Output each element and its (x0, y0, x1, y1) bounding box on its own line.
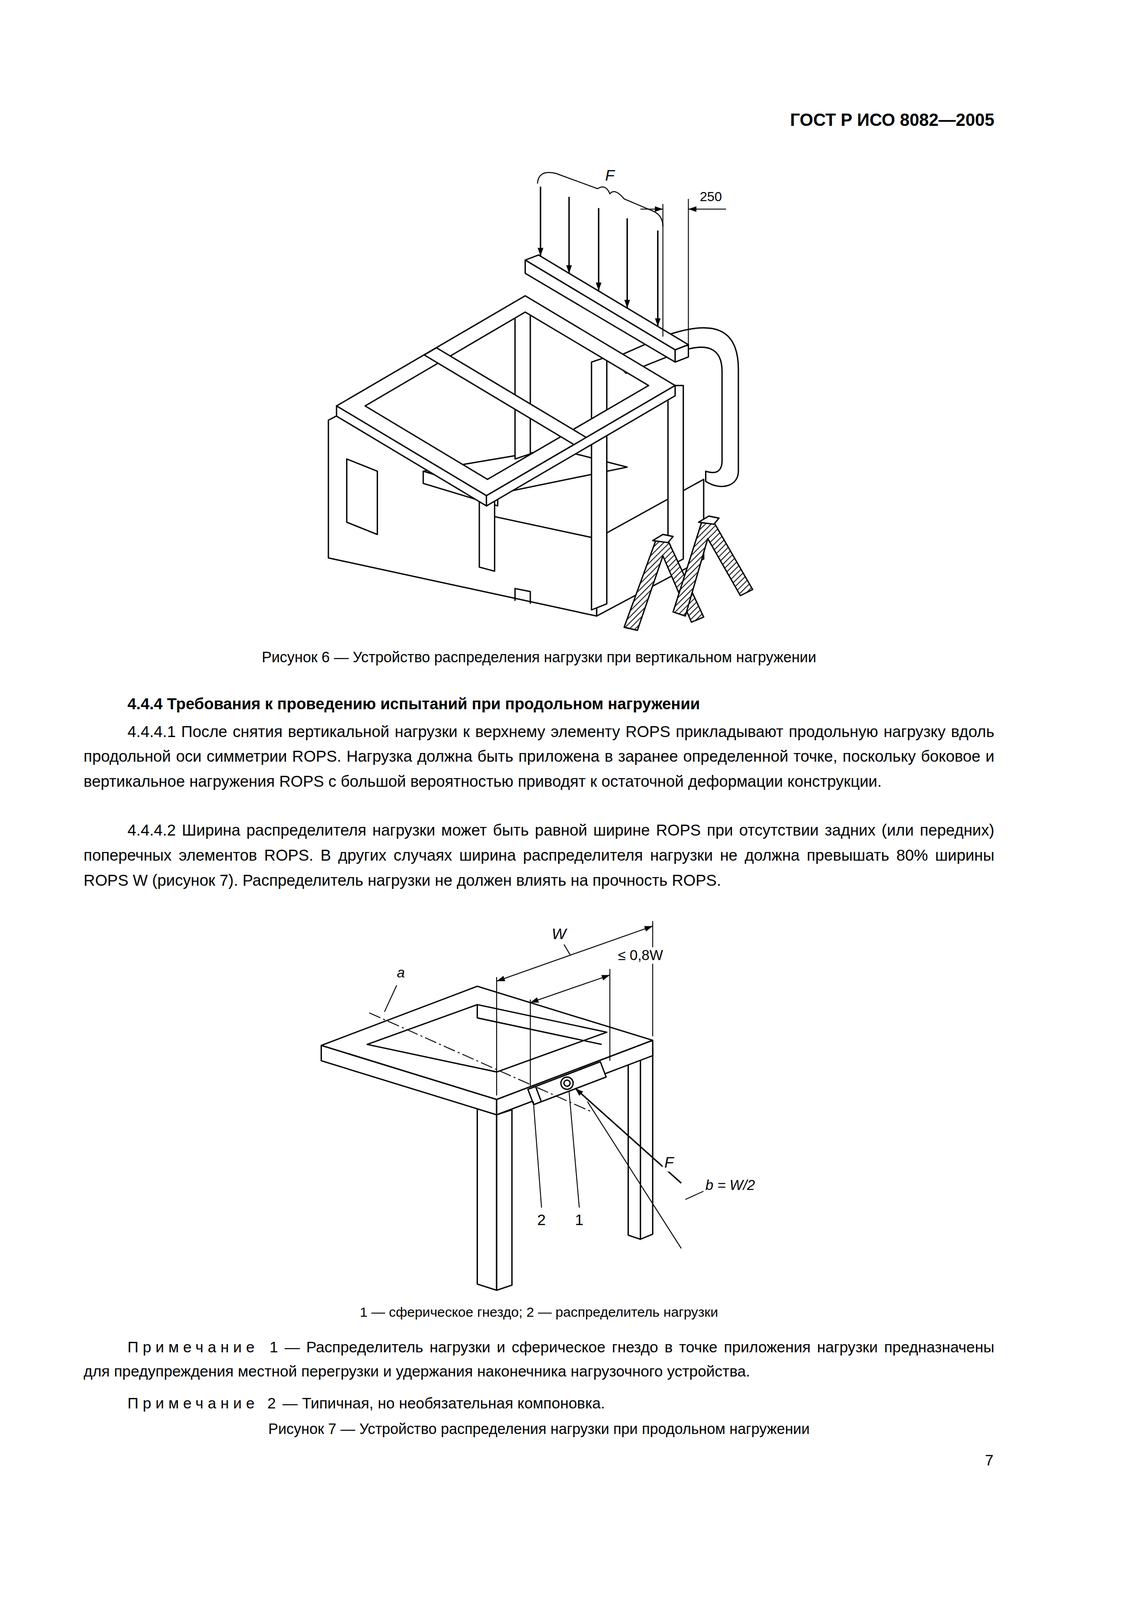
drawing-part (424, 347, 587, 445)
drawing-part (321, 1045, 497, 1115)
body-paragraph-text: 4.4.4.2 Ширина распределителя нагрузки м… (83, 821, 995, 889)
drawing-part (597, 207, 600, 291)
drawing-part (321, 985, 653, 1100)
drawing-part (688, 208, 727, 210)
drawing-part (652, 534, 674, 543)
drawing-part (525, 254, 689, 350)
drawing-part (479, 495, 495, 571)
figure-caption: Рисунок 6 — Устройство распределения наг… (83, 645, 995, 670)
drawing-part (369, 1012, 592, 1112)
force-label: F (603, 166, 617, 185)
page-number: 7 (983, 1451, 996, 1470)
drawing-part (533, 1101, 542, 1208)
drawing-part (698, 516, 720, 525)
drawing-part (674, 344, 689, 363)
note-title: Примечание 1 (127, 1338, 283, 1356)
drawing-part (609, 968, 611, 1061)
drawing-part (525, 259, 676, 363)
drawing-part (384, 985, 397, 1012)
note-title: Примечание 2 (127, 1394, 281, 1412)
figure-caption-text: Рисунок 6 — Устройство распределения наг… (261, 648, 817, 666)
note: Примечание 2— Типичная, но необязательна… (83, 1390, 995, 1416)
load-arrows (537, 172, 663, 327)
dimension-label: 250 (697, 189, 724, 205)
drawing-part (530, 975, 610, 1003)
force-label-text: F (605, 166, 615, 184)
page-header: ГОСТ Р ИСО 8082—2005 (790, 110, 995, 130)
note: Примечание 1— Распределитель нагрузки и … (83, 1334, 995, 1384)
jack-stands (624, 516, 753, 631)
drawing-part (528, 1061, 607, 1105)
drawing-part (539, 186, 542, 256)
callout-number-text: 2 (537, 1210, 546, 1228)
figure-caption-text: Рисунок 7 — Устройство распределения наг… (268, 1420, 810, 1438)
drawing-part (685, 1190, 706, 1200)
body-paragraph: 4.4.4.2 Ширина распределителя нагрузки м… (83, 817, 995, 893)
body-paragraph: 4.4.4.1 После снятия вертикальной нагруз… (83, 719, 995, 794)
drawing-part (568, 197, 570, 274)
dimension-label-text: b = W/2 (705, 1177, 756, 1194)
drawing-part (486, 385, 676, 506)
callout-number-text: 1 (575, 1210, 584, 1228)
page-number-text: 7 (985, 1451, 994, 1469)
drawing-part (559, 1075, 576, 1092)
drawing-part (626, 218, 628, 309)
drawing-part (496, 1109, 513, 1291)
dimension-label: ≤ 0,8W (616, 947, 665, 964)
drawing-part (514, 588, 531, 604)
drawing-part (477, 1108, 497, 1291)
frame-dimensions (369, 920, 706, 1249)
drawing-part (575, 1088, 682, 1183)
note-text: — Типичная, но необязательная компоновка… (282, 1394, 605, 1412)
drawing-part (336, 405, 487, 506)
drawing-part (563, 1079, 571, 1087)
drawing-part (673, 522, 753, 617)
drawing-part (537, 172, 663, 227)
drawing-part (687, 198, 689, 345)
frame-illustration (321, 985, 653, 1290)
drawing-part (564, 944, 571, 955)
drawing-part (657, 230, 659, 327)
dimension-label-text: ≤ 0,8W (617, 947, 664, 964)
force-label-text: F (664, 1153, 674, 1171)
figure-caption: Рисунок 7 — Устройство распределения наг… (83, 1417, 995, 1441)
drawing-part (662, 203, 664, 337)
drawing-part (528, 1061, 607, 1105)
drawing-part (652, 920, 654, 1037)
dimension-label-text: W (551, 925, 567, 943)
drawing-part (591, 357, 608, 611)
drawing-part (640, 1048, 653, 1240)
body-paragraph-text: 4.4.4.1 После снятия вертикальной нагруз… (83, 722, 995, 791)
drawing-part (640, 208, 663, 210)
callout-number: 1 (573, 1210, 586, 1229)
drawing-part (477, 1004, 602, 1045)
dimension-label: b = W/2 (703, 1177, 758, 1194)
drawing-part (569, 1091, 580, 1208)
drawing-part (346, 458, 378, 535)
force-label: F (662, 1153, 676, 1172)
axis-label-text: a (396, 964, 405, 981)
figure-legend: 1 — сферическое гнездо; 2 — распределите… (83, 1301, 995, 1323)
drawing-part (496, 976, 498, 1095)
section-heading-text: 4.4.4 Требования к проведению испытаний … (127, 695, 701, 713)
callout-number: 2 (535, 1210, 548, 1229)
dimension-label: W (549, 925, 569, 944)
drawing-part (514, 306, 531, 459)
drawing-part (496, 1040, 653, 1115)
dimension-lines (640, 198, 727, 345)
section-heading: 4.4.4 Требования к проведению испытаний … (83, 691, 995, 717)
axis-label: a (394, 964, 407, 981)
drawing-part (529, 999, 531, 1088)
figure-legend-text: 1 — сферическое гнездо; 2 — распределите… (359, 1304, 719, 1320)
drawing-part (587, 1101, 682, 1249)
dimension-label-text: 250 (699, 189, 722, 204)
